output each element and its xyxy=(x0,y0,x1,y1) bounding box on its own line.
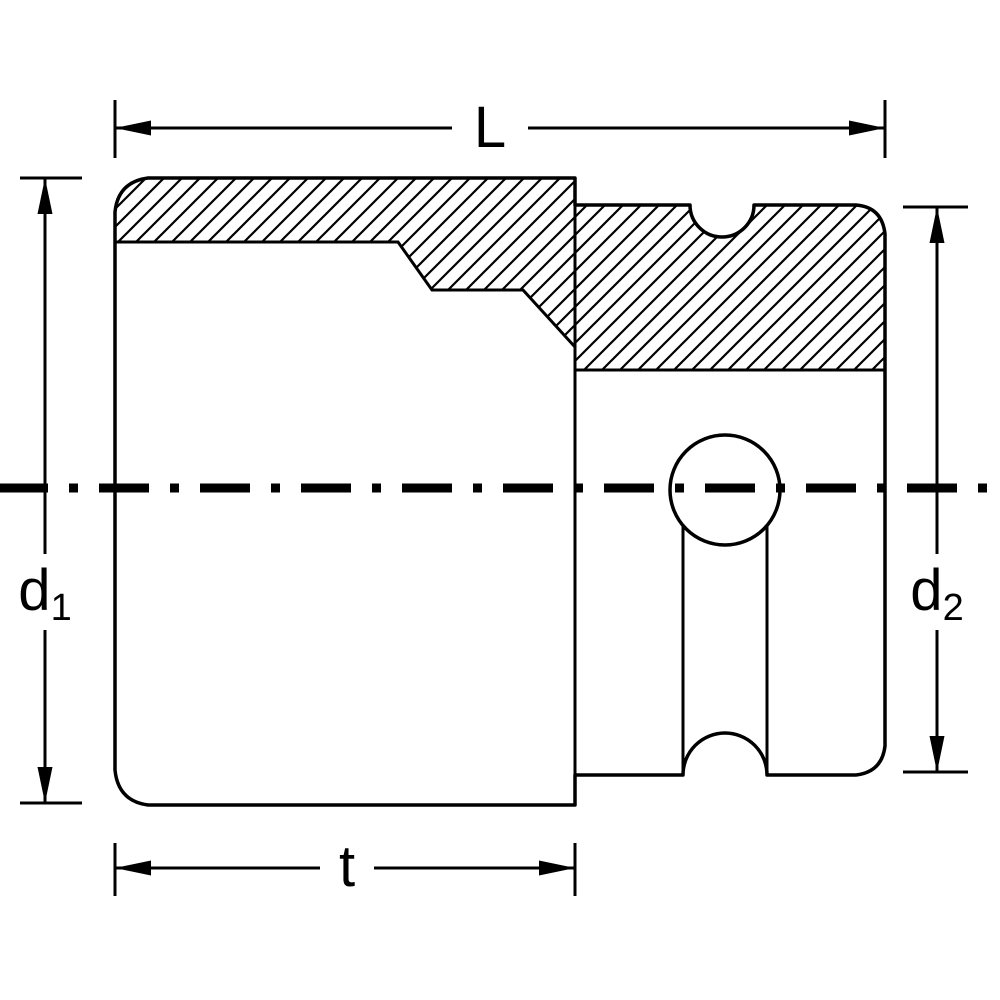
diameter-left-label-base: d xyxy=(18,558,50,623)
depth-dimension: t xyxy=(113,834,577,899)
length-arrow-right xyxy=(849,120,885,136)
diameter-left-label: d1 xyxy=(18,558,71,629)
diameter-left-dimension: d1 xyxy=(18,176,82,805)
depth-arrow-left xyxy=(115,860,151,876)
diameter-right-label: d2 xyxy=(910,558,963,629)
diameter-right-dimension: d2 xyxy=(903,205,968,774)
length-arrow-left xyxy=(115,120,151,136)
diameter-right-arrow-bottom xyxy=(929,736,945,772)
diameter-left-arrow-bottom xyxy=(37,767,53,803)
diameter-left-label-subscript: 1 xyxy=(51,587,72,629)
depth-label: t xyxy=(339,834,355,899)
diameter-right-label-subscript: 2 xyxy=(943,587,964,629)
length-label: L xyxy=(474,95,506,160)
depth-arrow-right xyxy=(539,860,575,876)
length-dimension: L xyxy=(113,95,887,160)
diameter-left-arrow-top xyxy=(37,178,53,214)
socket-outline xyxy=(113,176,887,807)
bore-step-edge-line xyxy=(113,240,577,349)
diameter-right-label-base: d xyxy=(910,558,942,623)
diameter-right-arrow-top xyxy=(929,207,945,243)
section-hatch-region xyxy=(115,178,885,370)
